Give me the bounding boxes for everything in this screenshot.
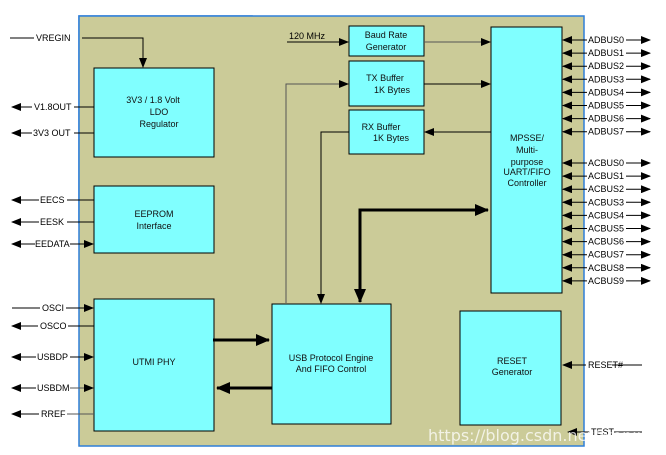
tx-line-2: 1K Bytes [374, 85, 411, 95]
pin-label: ADBUS5 [588, 101, 624, 111]
baud-rate-generator-block: Baud Rate Generator [348, 25, 425, 57]
ldo-line-2: LDO [150, 107, 169, 117]
ldo-line-1: 3V3 / 1.8 Volt [126, 95, 180, 105]
pin-label: ACBUS1 [588, 171, 624, 181]
pin-adbus6: ADBUS6 [562, 114, 651, 124]
pin-label: ADBUS1 [588, 48, 624, 58]
usb-to-tx-arrow [285, 80, 349, 303]
pin-osci: OSCI [42, 303, 64, 313]
rx-buffer-block: RX Buffer 1K Bytes [348, 109, 425, 155]
reset-line-1: RESET [497, 356, 528, 366]
pin-adbus1: ADBUS1 [562, 48, 651, 58]
pin-label: ACBUS7 [588, 250, 624, 260]
pin-label: ACBUS5 [588, 224, 624, 234]
tx-buffer-block: TX Buffer 1K Bytes [348, 60, 425, 107]
mpsse-line-3: purpose [511, 157, 544, 167]
vregin-to-ldo-arrow [82, 37, 147, 68]
pin-acbus0: ACBUS0 [562, 158, 651, 168]
pin-label: ADBUS4 [588, 87, 624, 97]
mpsse-line-2: Multi- [516, 145, 538, 155]
test-pin: TEST [567, 427, 642, 437]
pin-acbus8: ACBUS8 [562, 263, 651, 273]
pin-label: ADBUS0 [588, 35, 624, 45]
pin-label: ACBUS2 [588, 184, 624, 194]
usb-mpsse-bus-arrow [358, 204, 489, 300]
mpsse-controller-block: MPSSE/ Multi- purpose UART/FIFO Controll… [490, 26, 563, 294]
pin-test: TEST [591, 427, 615, 437]
pin-label: ACBUS4 [588, 210, 624, 220]
pin-label: ACBUS9 [588, 276, 624, 286]
tx-line-1: TX Buffer [366, 73, 404, 83]
pin-usbdm: USBDM [37, 383, 70, 393]
pin-v18out: V1.8OUT [34, 102, 72, 112]
mpsse-line-1: MPSSE/ [510, 133, 545, 143]
pin-acbus7: ACBUS7 [562, 250, 651, 260]
mpsse-line-5: Controller [507, 178, 546, 188]
pin-adbus7: ADBUS7 [562, 127, 651, 137]
baud-line-2: Generator [366, 42, 407, 52]
eeprom-line-1: EEPROM [134, 209, 173, 219]
eeprom-interface-block: EEPROM Interface [93, 185, 215, 254]
watermark: https://blog.csdn.net/wenjia7803 [428, 426, 666, 445]
mpsse-line-4: UART/FIFO [503, 167, 550, 177]
pin-vregin: VREGIN [36, 33, 71, 43]
pin-reset: RESET# [588, 360, 623, 370]
pin-label: ADBUS3 [588, 74, 624, 84]
usb-engine-line-2: And FIFO Control [296, 364, 367, 374]
pin-label: ACBUS0 [588, 158, 624, 168]
pin-eedata: EEDATA [35, 239, 70, 249]
pin-adbus0: ADBUS0 [562, 35, 651, 45]
pin-acbus6: ACBUS6 [562, 237, 651, 247]
pin-osco: OSCO [40, 321, 67, 331]
rx-to-usb-arrow [317, 131, 349, 304]
pin-label: ACBUS6 [588, 237, 624, 247]
pin-usbdp: USBDP [37, 352, 68, 362]
pin-acbus3: ACBUS3 [562, 197, 651, 207]
pin-acbus1: ACBUS1 [562, 171, 651, 181]
ldo-regulator-block: 3V3 / 1.8 Volt LDO Regulator [93, 67, 215, 158]
eeprom-line-2: Interface [136, 221, 171, 231]
rx-line-1: RX Buffer [362, 122, 401, 132]
pin-label: ADBUS7 [588, 127, 624, 137]
utmi-label: UTMI PHY [132, 357, 175, 367]
right-pins: ADBUS0ADBUS1ADBUS2ADBUS3ADBUS4ADBUS5ADBU… [562, 35, 651, 286]
baud-line-1: Baud Rate [365, 30, 408, 40]
usb-protocol-engine-block: USB Protocol Engine And FIFO Control [271, 303, 392, 425]
pin-rref: RREF [41, 409, 66, 419]
ldo-line-3: Regulator [139, 119, 178, 129]
pin-eecs: EECS [40, 195, 65, 205]
rx-line-2: 1K Bytes [373, 133, 410, 143]
utmi-phy-block: UTMI PHY [93, 298, 215, 432]
clock-label: 120 MHz [289, 31, 326, 41]
pin-acbus9: ACBUS9 [562, 276, 651, 286]
pin-label: ACBUS3 [588, 197, 624, 207]
reset-generator-block: RESET Generator [459, 310, 562, 426]
pin-label: ACBUS8 [588, 263, 624, 273]
pin-acbus5: ACBUS5 [562, 224, 651, 234]
usb-engine-line-1: USB Protocol Engine [289, 353, 374, 363]
pin-eesk: EESK [40, 217, 64, 227]
reset-pin: RESET# [562, 360, 642, 370]
pin-acbus4: ACBUS4 [562, 210, 651, 220]
pin-adbus2: ADBUS2 [562, 61, 651, 71]
pin-adbus5: ADBUS5 [562, 101, 651, 111]
pin-label: ADBUS2 [588, 61, 624, 71]
left-pins: VREGIN V1.8OUT 3V3 OUT EECS EESK EEDATA … [10, 33, 94, 419]
pin-acbus2: ACBUS2 [562, 184, 651, 194]
pin-label: ADBUS6 [588, 114, 624, 124]
pin-3v3out: 3V3 OUT [33, 128, 71, 138]
reset-line-2: Generator [492, 367, 533, 377]
pin-adbus3: ADBUS3 [562, 74, 651, 84]
pin-adbus4: ADBUS4 [562, 87, 651, 97]
